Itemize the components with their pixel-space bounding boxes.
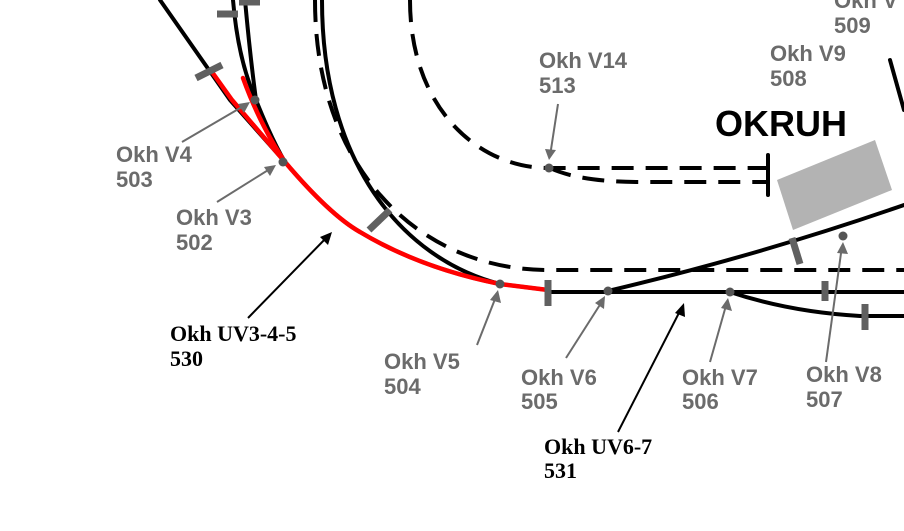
leader-uv345	[247, 232, 332, 319]
dashed-loop-track	[408, 0, 768, 170]
track-inner-curve	[320, 0, 502, 286]
switch-point-v14[interactable]	[544, 163, 554, 173]
okruh-title: OKRUH	[715, 103, 847, 144]
leader-v5	[476, 290, 501, 346]
label-v6-number: 505	[521, 389, 558, 414]
leader-v8	[825, 242, 848, 363]
switch-point-v4[interactable]	[250, 95, 260, 105]
insulation-joint	[788, 236, 804, 266]
label-uv345-name: Okh UV3-4-5	[170, 321, 297, 346]
label-uv345[interactable]: Okh UV3-4-5 530	[170, 321, 297, 371]
insulation-joint	[366, 207, 393, 233]
track-diagonal-up	[606, 203, 904, 293]
switch-point-v3[interactable]	[278, 157, 288, 167]
track-main-left	[158, 0, 550, 292]
label-v14-name: Okh V14	[539, 48, 628, 73]
label-v6[interactable]: Okh V6 505	[521, 365, 597, 414]
dashed-outer-track	[313, 0, 904, 272]
leader-v7	[709, 298, 732, 363]
label-v14[interactable]: Okh V14 513	[539, 48, 628, 98]
label-v7-name: Okh V7	[682, 365, 758, 390]
leader-v14	[545, 103, 559, 160]
label-v8[interactable]: Okh V8 507	[806, 362, 882, 412]
label-v8-name: Okh V8	[806, 362, 882, 387]
label-v8-number: 507	[806, 387, 843, 412]
label-v6-name: Okh V6	[521, 365, 597, 390]
label-v7-number: 506	[682, 389, 719, 414]
okruh-building	[777, 140, 892, 230]
switch-point-v6[interactable]	[603, 286, 613, 296]
label-v9[interactable]: Okh V9 508	[770, 41, 846, 91]
label-v5-name: Okh V5	[384, 349, 460, 374]
label-v10-number: 509	[834, 13, 871, 38]
label-v7[interactable]: Okh V7 506	[682, 365, 758, 414]
leader-v6	[565, 296, 605, 359]
label-uv67-number: 531	[544, 458, 577, 483]
label-uv67-name: Okh UV6-7	[544, 434, 652, 459]
label-v9-number: 508	[770, 66, 807, 91]
track-inner-left	[231, 0, 287, 164]
label-v14-number: 513	[539, 73, 576, 98]
label-v5[interactable]: Okh V5 504	[384, 349, 460, 399]
label-v9-name: Okh V9	[770, 41, 846, 66]
switch-point-v8[interactable]	[838, 231, 848, 241]
label-v4-name: Okh V4	[116, 142, 193, 167]
switch-point-v7[interactable]	[725, 287, 735, 297]
leader-v3	[216, 165, 276, 203]
label-uv67[interactable]: Okh UV6-7 531	[544, 434, 652, 483]
track-right-vertical	[888, 58, 904, 112]
switch-point-v5[interactable]	[495, 279, 505, 289]
leader-v4	[181, 102, 250, 143]
track-lower-branch	[728, 290, 904, 318]
label-uv345-number: 530	[170, 346, 203, 371]
label-v10[interactable]: Okh V 509	[834, 0, 898, 38]
dashed-siding-track	[549, 166, 768, 184]
active-route-red	[209, 69, 551, 293]
label-v3-number: 502	[176, 230, 213, 255]
label-v10-name: Okh V	[834, 0, 898, 13]
track-upper-left	[243, 0, 258, 102]
label-v5-number: 504	[384, 374, 421, 399]
active-route-red-inner	[240, 75, 288, 165]
label-v4[interactable]: Okh V4 503	[116, 142, 193, 192]
insulation-joint	[194, 61, 224, 82]
leader-uv67	[617, 303, 685, 433]
label-v3[interactable]: Okh V3 502	[176, 205, 252, 255]
label-v4-number: 503	[116, 167, 153, 192]
label-v3-name: Okh V3	[176, 205, 252, 230]
